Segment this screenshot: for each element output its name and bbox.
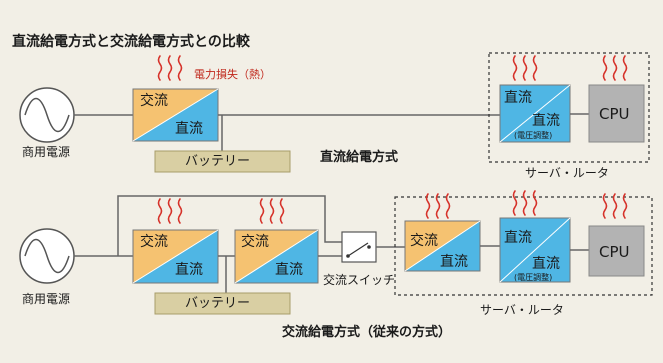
bypass-wire (117, 195, 342, 256)
voltage-adjust-label: (電圧調整) (514, 131, 553, 140)
heat-icon (514, 56, 537, 80)
ac-method-label: 交流給電方式（従来の方式） (282, 325, 452, 340)
heat-icon (261, 199, 284, 223)
server-router-enclosure (488, 52, 650, 163)
battery-box (154, 150, 291, 173)
heat-icon (159, 56, 182, 80)
ac-switch-label: 交流スイッチ (323, 273, 396, 287)
power-source-label: 商用電源 (22, 292, 71, 306)
heat-icon (604, 56, 627, 80)
dc-in-label: 直流 (504, 230, 532, 246)
power-source-label: 商用電源 (22, 145, 71, 159)
ac-switch-symbol (341, 231, 377, 263)
cpu-box (588, 225, 645, 277)
dc-out-label: 直流 (532, 256, 560, 272)
dc-label: 直流 (175, 262, 203, 278)
ac-label: 交流 (140, 93, 168, 109)
battery-box (154, 292, 291, 315)
heat-icon (514, 191, 537, 215)
cpu-label: CPU (599, 243, 630, 261)
ac-dc-converter (132, 88, 219, 142)
dc-dc-converter (499, 217, 571, 283)
diagram-title: 直流給電方式と交流給電方式との比較 (12, 34, 250, 50)
dc-ac-inverter (234, 229, 319, 284)
router-label: サーバ・ルータ (525, 166, 609, 180)
battery-label: バッテリー (185, 296, 251, 311)
voltage-adjust-label: (電圧調整) (514, 273, 553, 282)
dc-in-label: 直流 (504, 90, 532, 106)
ac-label: 交流 (241, 234, 269, 250)
router-label: サーバ・ルータ (480, 303, 564, 317)
ac-label: 交流 (140, 234, 168, 250)
dc-dc-converter (499, 84, 571, 143)
dc-label: 直流 (275, 262, 303, 278)
dc-label: 直流 (175, 121, 203, 137)
dc-system (19, 52, 650, 173)
dc-label: 直流 (440, 254, 468, 270)
ac-label: 交流 (410, 233, 438, 249)
power-loss-label: 電力損失（熱） (194, 68, 271, 81)
ac-dc-converter (132, 229, 219, 284)
dc-out-label: 直流 (532, 113, 560, 129)
heat-icon (159, 199, 182, 223)
cpu-label: CPU (599, 105, 630, 123)
ac-dc-converter (404, 220, 481, 272)
ac-source-symbol (19, 87, 75, 143)
ac-source-symbol (19, 228, 75, 284)
battery-label: バッテリー (185, 154, 251, 169)
dc-method-label: 直流給電方式 (320, 150, 399, 165)
cpu-box (588, 84, 645, 143)
ac-system (19, 191, 653, 315)
